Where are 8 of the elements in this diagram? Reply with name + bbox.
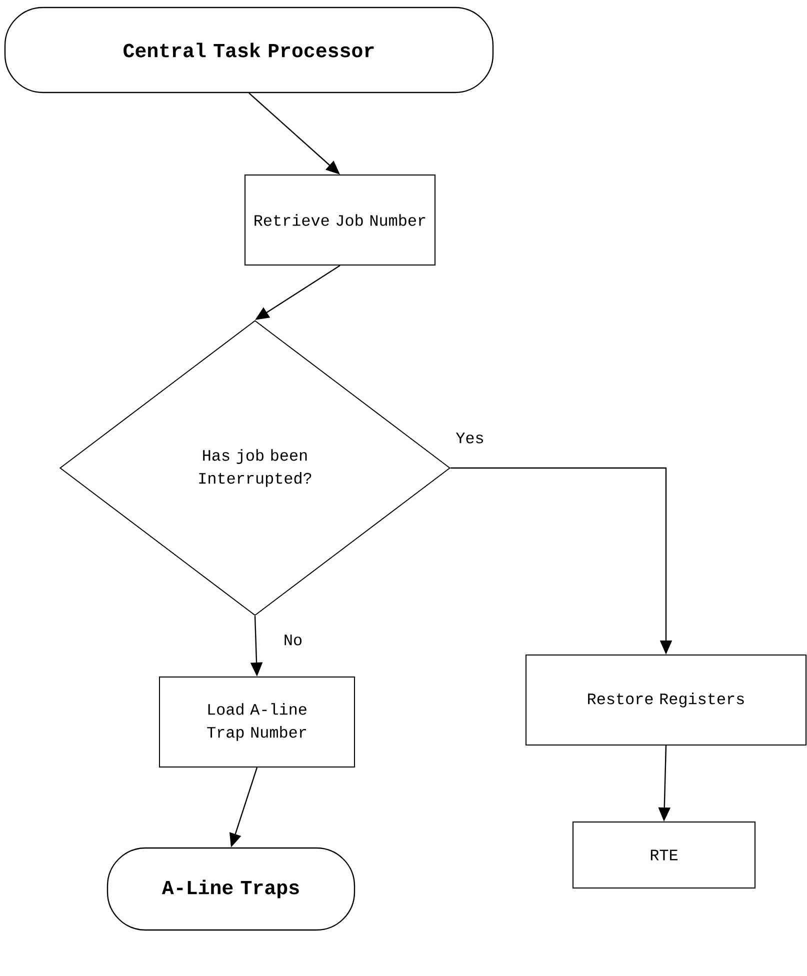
edge-label: No: [282, 634, 304, 646]
terminal-box: A-Line Traps: [106, 847, 356, 931]
edge-label: Yes: [454, 432, 486, 444]
process-box: Restore Registers: [526, 654, 806, 746]
process-box: Load A-line Trap Number: [159, 676, 355, 768]
process-box: Retrieve Job Number: [244, 174, 436, 266]
terminal-box: Central Task Processor: [4, 6, 494, 94]
process-box: RTE: [572, 822, 756, 888]
